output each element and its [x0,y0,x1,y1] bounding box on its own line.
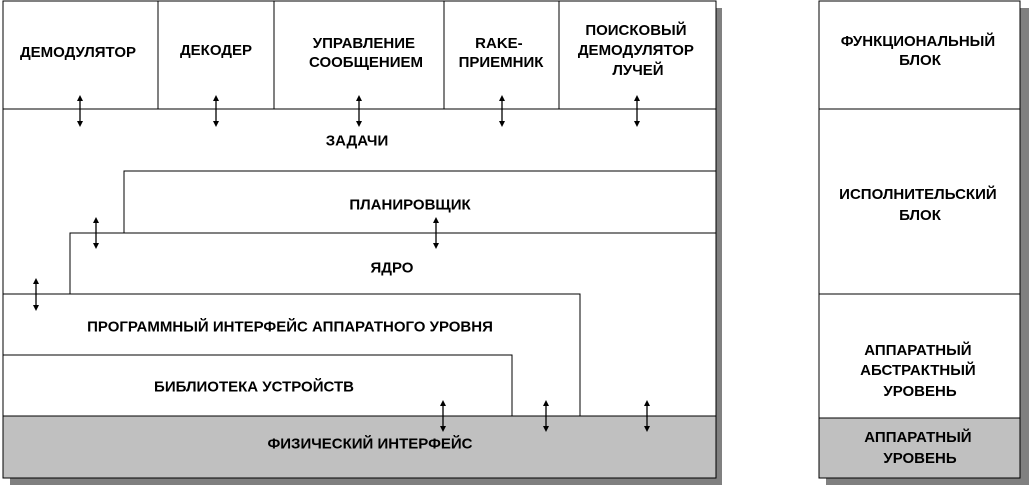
interface-arrows [33,95,650,432]
main-stack: ДЕМОДУЛЯТОР ДЕКОДЕР УПРАВЛЕНИЕ СООБЩЕНИЕ… [2,0,722,485]
scheduler-label: ПЛАНИРОВЩИК [349,197,471,214]
device-library-outline [3,354,513,416]
device-library-label: БИБЛИОТЕКА УСТРОЙСТВ [154,378,354,396]
hal-api-label: ПРОГРАММНЫЙ ИНТЕРФЕЙС АППАРАТНОГО УРОВНЯ [87,318,493,336]
legend-hardware-level: АППАРАТНЫЙ УРОВЕНЬ [864,428,975,467]
legend-hal: АППАРАТНЫЙ АБСТРАКТНЫЙ УРОВЕНЬ [860,341,980,400]
main-stack-body [3,1,716,416]
legend-executive-block: ИСПОЛНИТЕЛЬСКИЙ БЛОК [839,185,1001,224]
module-label-decoder: ДЕКОДЕР [180,42,252,59]
kernel-label: ЯДРО [371,260,414,277]
scheduler-outline [123,170,716,233]
hal-api-outline [3,293,581,416]
legend-column: ФУНКЦИОНАЛЬНЫЙ БЛОК ИСПОЛНИТЕЛЬСКИЙ БЛОК… [818,0,1029,485]
module-label-message-control: УПРАВЛЕНИЕ СООБЩЕНИЕМ [309,35,423,71]
module-label-demodulator: ДЕМОДУЛЯТОР [20,44,136,61]
physical-interface-band [3,416,716,478]
kernel-outline [69,232,716,294]
tasks-label: ЗАДАЧИ [326,133,388,150]
module-label-rake-receiver: RAKE- ПРИЕМНИК [459,35,545,71]
physical-interface-label: ФИЗИЧЕСКИЙ ИНТЕРФЕЙС [267,435,472,453]
legend-functional-block: ФУНКЦИОНАЛЬНЫЙ БЛОК [841,32,1000,69]
main-stack-border [2,0,717,479]
module-label-searcher: ПОИСКОВЫЙ ДЕМОДУЛЯТОР ЛУЧЕЙ [578,21,698,79]
legend-border [818,0,1021,479]
legend-body [819,1,1020,418]
legend-hardware-band [819,418,1020,478]
